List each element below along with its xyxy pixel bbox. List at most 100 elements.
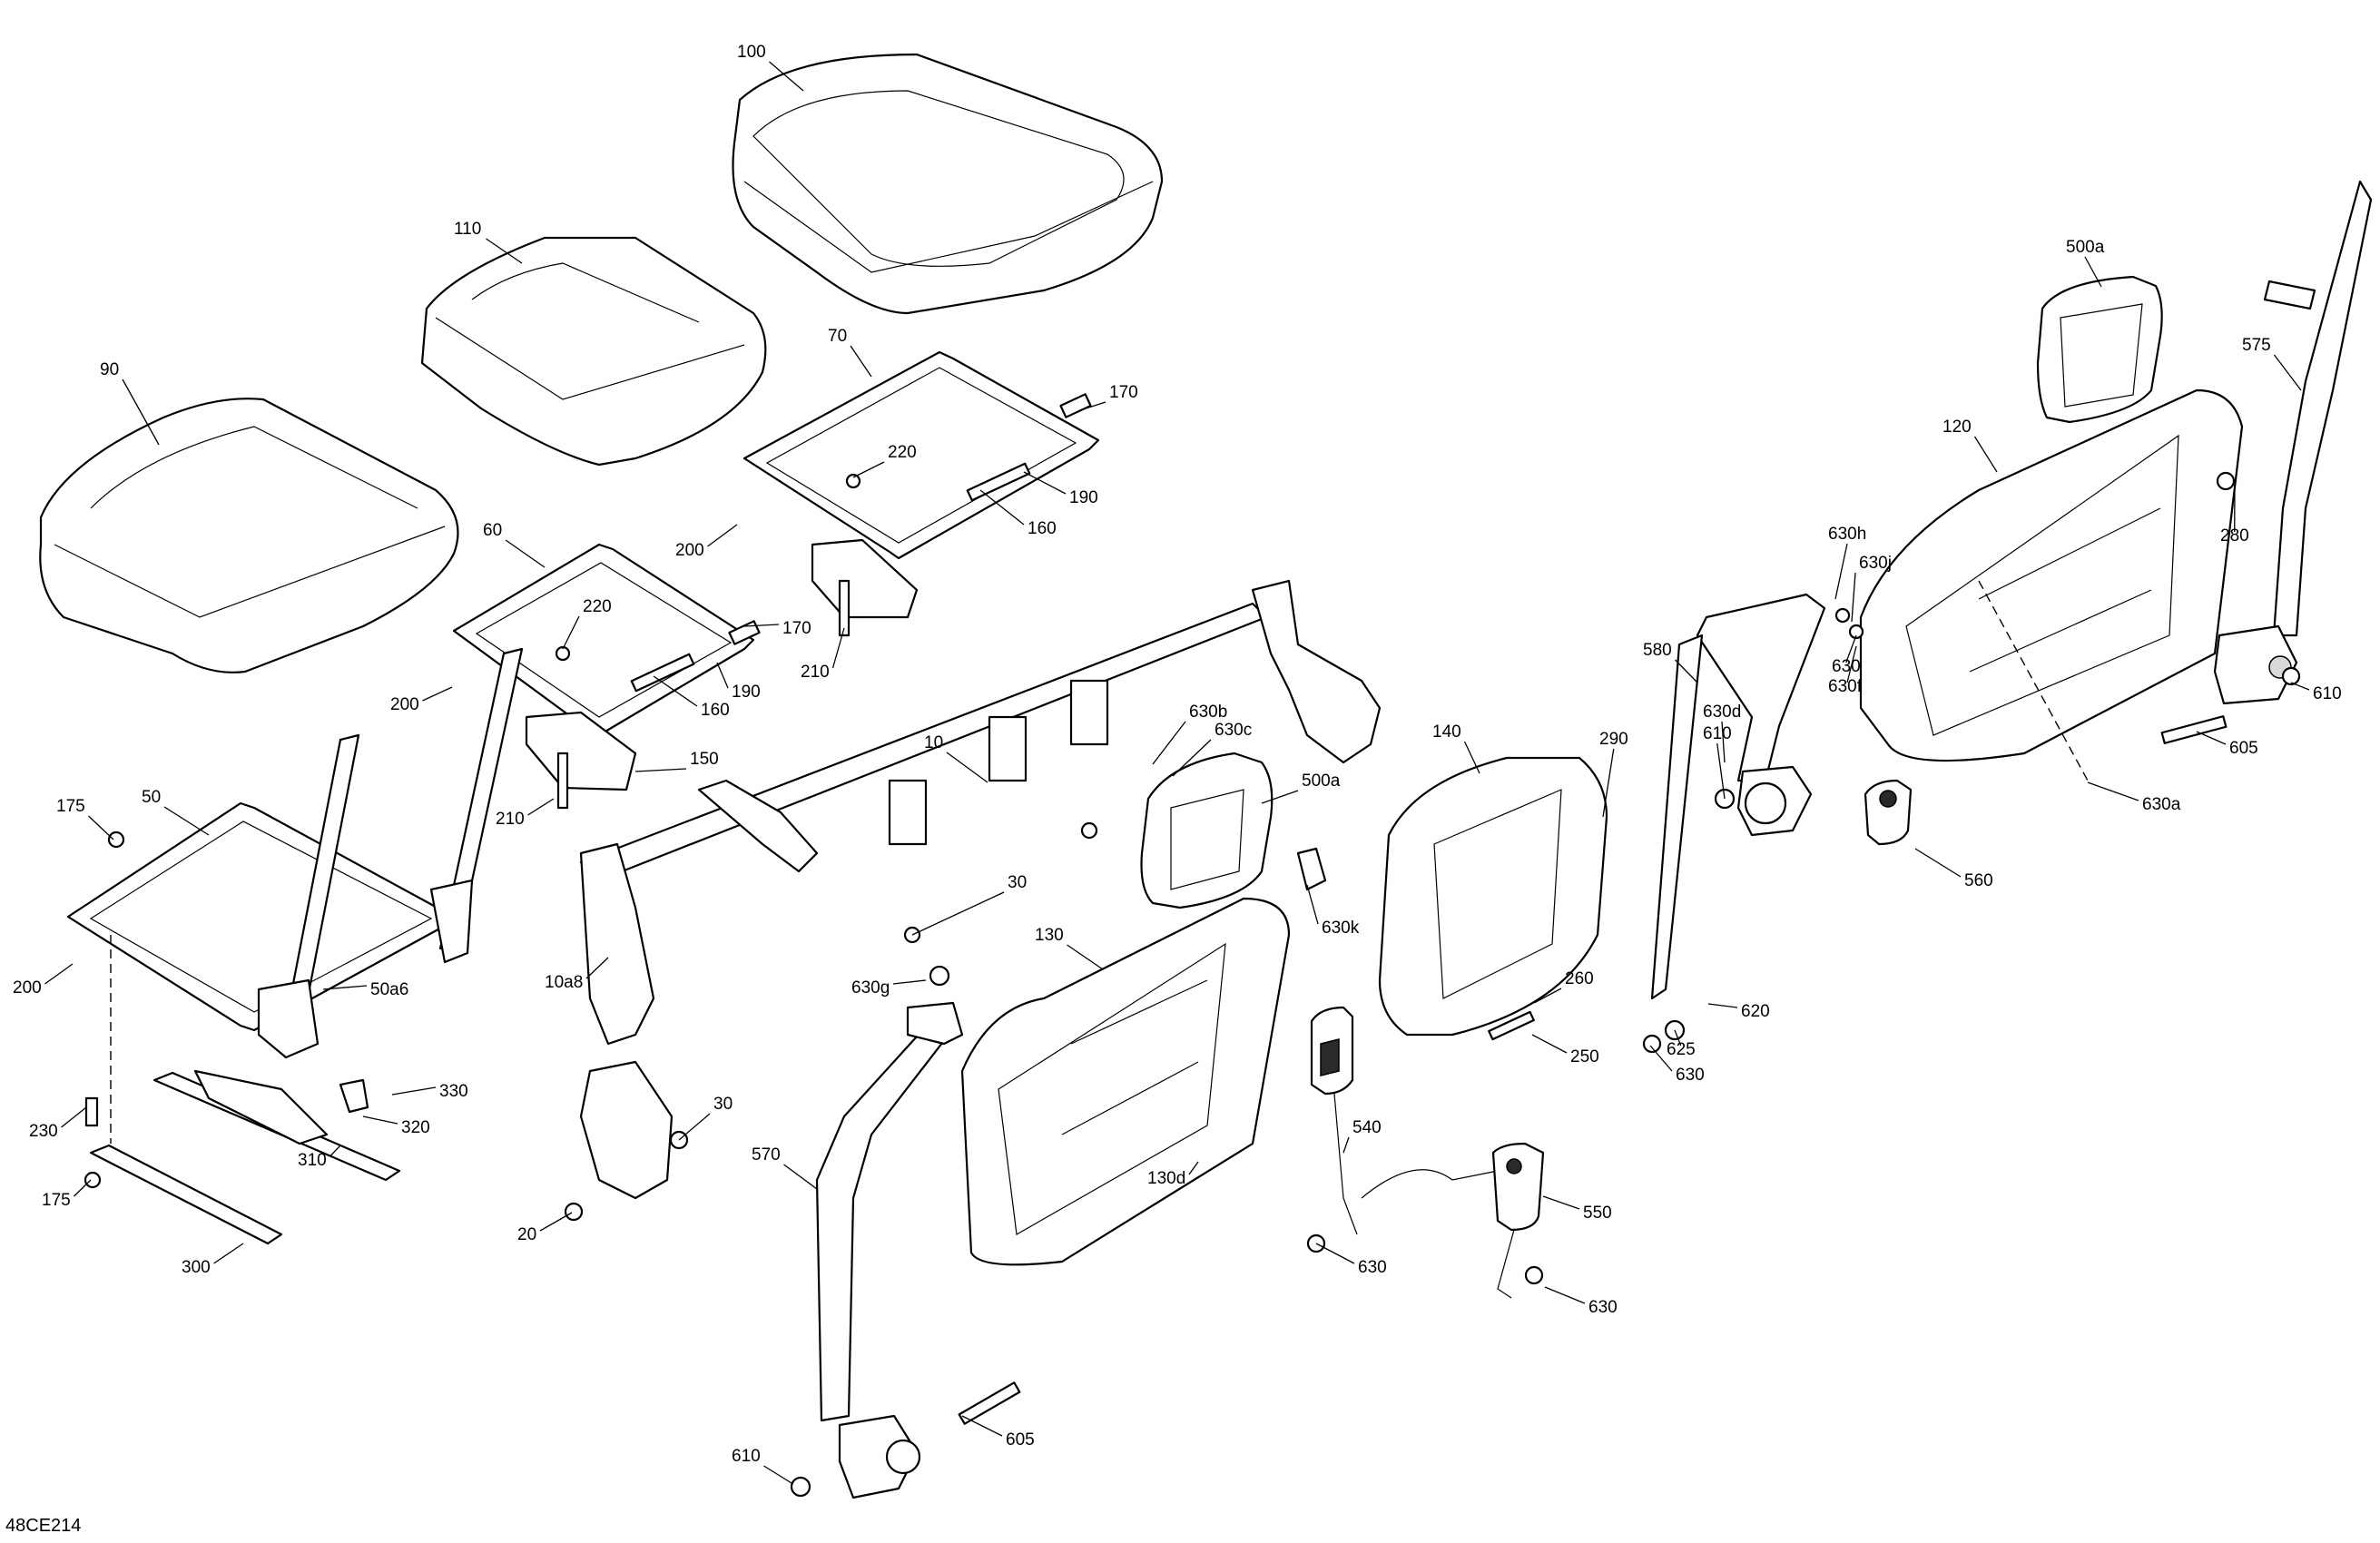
seat-cushion-110[interactable]: [420, 236, 767, 467]
leader-line-190: [1023, 471, 1067, 495]
leader-line-200: [44, 963, 74, 985]
leader-line-500a: [2084, 256, 2102, 288]
callout-630c: 630c: [1215, 721, 1252, 740]
leader-line-50: [163, 806, 210, 836]
seat-back-140[interactable]: [1378, 756, 1608, 1037]
callout-230: 230: [29, 1122, 58, 1141]
buckle-560[interactable]: [1864, 779, 1913, 846]
leader-line-550: [1542, 1195, 1580, 1210]
callout-20: 20: [517, 1225, 536, 1244]
leader-line-630: [1649, 1045, 1673, 1072]
callout-630: 630: [1588, 1298, 1618, 1317]
leader-line-560: [1914, 848, 1962, 878]
leader-line-110: [486, 238, 523, 264]
callout-630j: 630j: [1859, 554, 1892, 573]
leader-line-200: [707, 524, 738, 547]
callout-10: 10: [924, 733, 943, 752]
leader-line-605: [961, 1415, 1003, 1437]
callout-625: 625: [1667, 1040, 1696, 1059]
seat-back-120[interactable]: [1859, 388, 2244, 762]
callout-610: 610: [2313, 684, 2342, 703]
callout-220: 220: [888, 443, 917, 462]
callout-160: 160: [1028, 519, 1057, 538]
callout-290: 290: [1599, 730, 1628, 749]
seat-frame-60[interactable]: [452, 543, 755, 791]
leader-line-200: [422, 686, 453, 702]
leader-line-170: [743, 624, 780, 627]
leader-line-10a8: [585, 957, 609, 979]
fasteners: [84, 393, 2301, 1498]
callout-170: 170: [782, 619, 811, 638]
callout-570: 570: [752, 1145, 781, 1165]
callout-50: 50: [142, 788, 161, 807]
buckle-550[interactable]: [1491, 1142, 1545, 1299]
callout-610: 610: [1703, 724, 1732, 743]
slide-rail-310[interactable]: [152, 1069, 401, 1182]
seat-frame-70[interactable]: [743, 350, 1100, 619]
headrest-pad-500a-left[interactable]: [1140, 752, 1274, 909]
callout-605: 605: [1006, 1430, 1035, 1450]
leader-line-20: [539, 1212, 573, 1232]
callout-540: 540: [1352, 1118, 1382, 1137]
callout-170: 170: [1109, 383, 1138, 402]
seat-back-130[interactable]: [960, 897, 1291, 1266]
leader-line-170: [1079, 401, 1106, 411]
leader-line-630g: [892, 979, 927, 985]
callout-320: 320: [401, 1118, 430, 1137]
frame-10[interactable]: [579, 579, 1382, 1200]
leader-line-630: [1544, 1286, 1586, 1304]
callout-30: 30: [1008, 873, 1027, 892]
callout-60: 60: [483, 521, 502, 540]
callout-580: 580: [1643, 641, 1672, 660]
seat-cushion-90[interactable]: [39, 398, 459, 673]
callout-630b: 630b: [1189, 703, 1227, 722]
callout-70: 70: [828, 327, 847, 346]
leader-line-630h: [1834, 543, 1848, 600]
callout-190: 190: [732, 683, 761, 702]
callout-300: 300: [182, 1258, 211, 1277]
leader-line-290: [1602, 748, 1615, 818]
leader-line-625: [1674, 1029, 1682, 1047]
leader-line-300: [213, 1243, 244, 1264]
callout-630h: 630h: [1828, 525, 1866, 544]
callout-620: 620: [1741, 1002, 1770, 1021]
leader-line-610: [1716, 742, 1726, 800]
drawing-code: 48CE214: [5, 1516, 82, 1536]
callout-175: 175: [56, 797, 85, 816]
buckle-540[interactable]: [1310, 1006, 1499, 1235]
seat-belt-580[interactable]: [1650, 593, 1826, 1000]
callout-575: 575: [2242, 336, 2271, 355]
leader-line-320: [362, 1115, 398, 1125]
callout-110: 110: [454, 220, 481, 239]
base-frame-50[interactable]: [66, 647, 524, 1059]
callout-220: 220: [583, 597, 612, 616]
callout-10a8: 10a8: [545, 973, 583, 992]
leader-line-175: [88, 815, 114, 840]
seat-belt-570[interactable]: [815, 1001, 964, 1499]
headrest-pad-500a-right[interactable]: [2036, 275, 2163, 424]
leader-line-120: [1973, 436, 1998, 473]
callout-90: 90: [100, 360, 119, 379]
seat-cushion-100[interactable]: [732, 53, 1164, 315]
slide-rail-300[interactable]: [89, 1144, 283, 1245]
callout-120: 120: [1942, 418, 1972, 437]
leader-line-260: [1533, 988, 1562, 1004]
clip-320[interactable]: [339, 1078, 369, 1114]
callout-630: 630: [1358, 1258, 1387, 1277]
callout-150: 150: [690, 750, 719, 769]
seat-belt-575[interactable]: [2213, 180, 2373, 705]
leader-line-620: [1707, 1003, 1738, 1008]
leader-line-630d: [1721, 721, 1726, 763]
leader-line-190: [716, 662, 729, 689]
leader-line-610: [2290, 682, 2310, 691]
leader-line-250: [1531, 1034, 1568, 1054]
leader-line-630a: [2087, 781, 2139, 801]
leader-line-90: [122, 378, 160, 446]
leader-line-605: [2196, 731, 2227, 745]
callout-605: 605: [2229, 739, 2258, 758]
leader-line-610: [763, 1465, 792, 1484]
leader-line-140: [1463, 741, 1480, 774]
callout-630: 630: [1676, 1066, 1705, 1085]
callout-550: 550: [1583, 1204, 1612, 1223]
